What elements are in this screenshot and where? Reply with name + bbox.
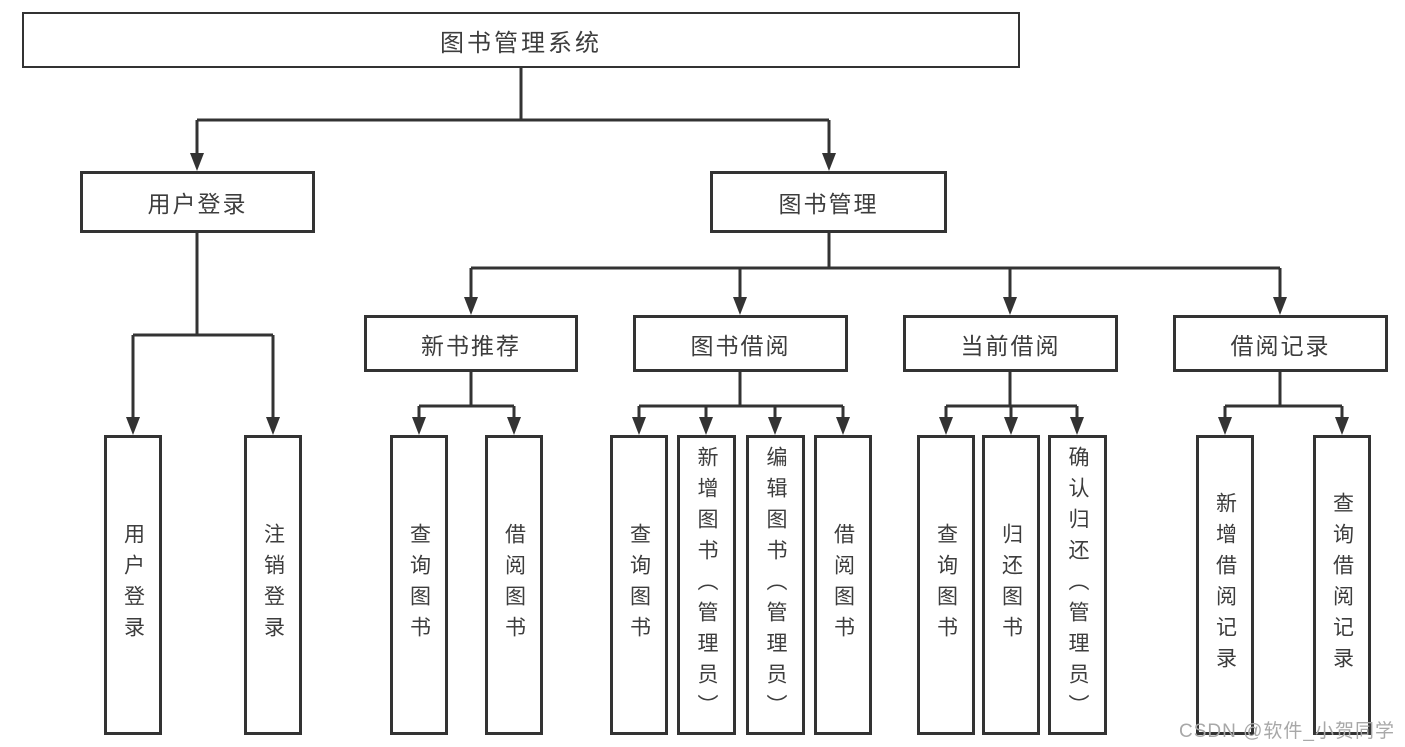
leaf-add-books-admin-label: 新增图书（管理员） bbox=[695, 445, 718, 725]
node-root: 图书管理系统 bbox=[22, 12, 1020, 68]
leaf-query-books-borrow-label: 查询图书 bbox=[627, 523, 651, 647]
node-book-borrow-label: 图书借阅 bbox=[690, 332, 791, 359]
leaf-add-borrow-record: 新增借阅记录 bbox=[1196, 435, 1254, 735]
node-book-borrow: 图书借阅 bbox=[633, 315, 848, 372]
csdn-watermark: CSDN @软件_小贺同学 bbox=[1179, 721, 1395, 742]
leaf-add-borrow-record-label: 新增借阅记录 bbox=[1213, 492, 1237, 678]
leaf-query-books-recommend-label: 查询图书 bbox=[407, 523, 431, 647]
leaf-confirm-return-admin: 确认归还（管理员） bbox=[1048, 435, 1107, 735]
node-borrow-records-label: 借阅记录 bbox=[1230, 332, 1331, 359]
leaf-borrow-books-recommend: 借阅图书 bbox=[485, 435, 543, 735]
leaf-query-borrow-record: 查询借阅记录 bbox=[1313, 435, 1371, 735]
leaf-return-books-label: 归还图书 bbox=[999, 523, 1023, 647]
leaf-logout-label: 注销登录 bbox=[261, 523, 285, 647]
leaf-borrow-books-recommend-label: 借阅图书 bbox=[502, 523, 526, 647]
leaf-return-books: 归还图书 bbox=[982, 435, 1040, 735]
node-new-book-recommend: 新书推荐 bbox=[364, 315, 578, 372]
leaf-confirm-return-admin-label: 确认归还（管理员） bbox=[1066, 445, 1089, 725]
leaf-edit-books-admin: 编辑图书（管理员） bbox=[746, 435, 805, 735]
node-new-book-recommend-label: 新书推荐 bbox=[421, 332, 521, 359]
leaf-query-borrow-record-label: 查询借阅记录 bbox=[1330, 492, 1354, 678]
node-current-borrow: 当前借阅 bbox=[903, 315, 1118, 372]
node-book-management-label: 图书管理 bbox=[778, 191, 879, 217]
node-borrow-records: 借阅记录 bbox=[1173, 315, 1388, 372]
leaf-borrow-books-label: 借阅图书 bbox=[831, 523, 855, 647]
node-book-management: 图书管理 bbox=[710, 171, 947, 233]
leaf-query-books-borrow: 查询图书 bbox=[610, 435, 668, 735]
leaf-add-books-admin: 新增图书（管理员） bbox=[677, 435, 736, 735]
node-current-borrow-label: 当前借阅 bbox=[960, 332, 1061, 359]
leaf-borrow-books: 借阅图书 bbox=[814, 435, 872, 735]
leaf-edit-books-admin-label: 编辑图书（管理员） bbox=[764, 445, 787, 725]
leaf-query-books-current-label: 查询图书 bbox=[934, 523, 958, 647]
leaf-user-login: 用户登录 bbox=[104, 435, 162, 735]
leaf-query-books-current: 查询图书 bbox=[917, 435, 975, 735]
arrowheads bbox=[126, 153, 1349, 435]
node-user-login: 用户登录 bbox=[80, 171, 315, 233]
leaf-logout: 注销登录 bbox=[244, 435, 302, 735]
leaf-user-login-label: 用户登录 bbox=[121, 523, 145, 647]
node-root-label: 图书管理系统 bbox=[440, 29, 602, 57]
node-user-login-label: 用户登录 bbox=[147, 191, 248, 217]
leaf-query-books-recommend: 查询图书 bbox=[390, 435, 448, 735]
